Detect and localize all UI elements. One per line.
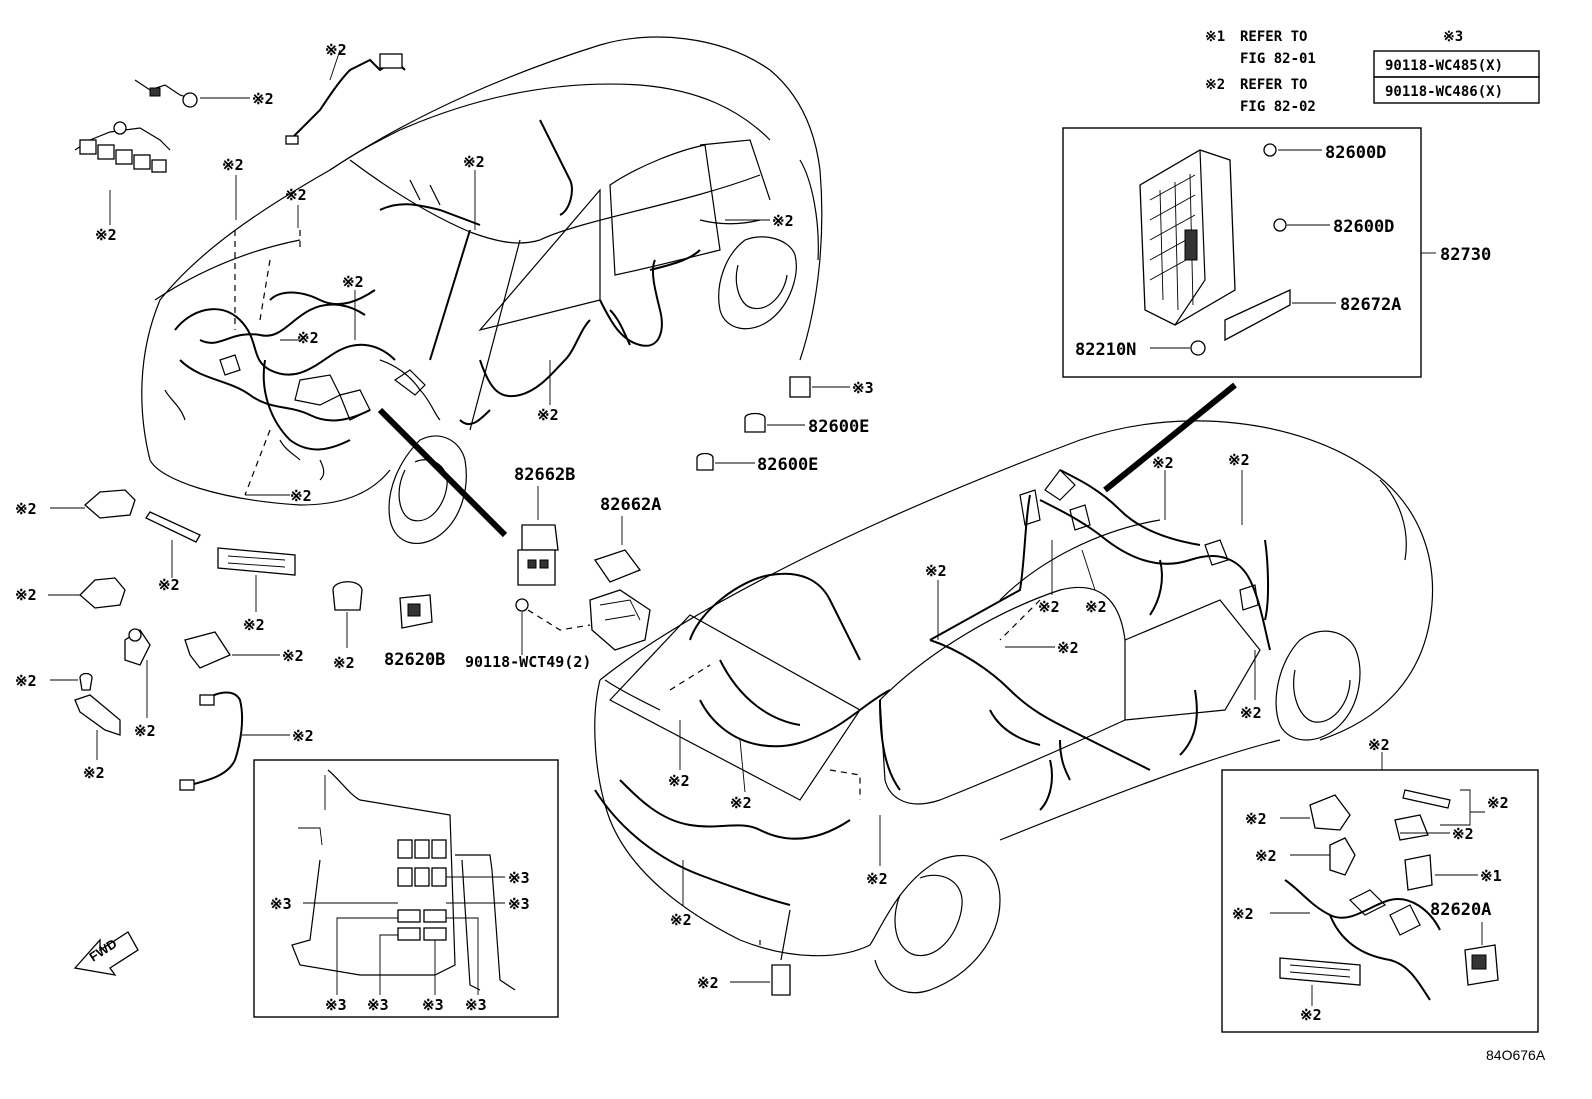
upper-left-parts (74, 53, 406, 173)
part-82730-label: 82730 (1440, 245, 1491, 265)
mark-2: ※2 (95, 226, 117, 244)
part-90118-WCT49-label: 90118-WCT49(2) (465, 653, 591, 671)
mark-2: ※2 (1038, 598, 1060, 616)
parts-detail-box (1221, 769, 1539, 1033)
front-labels: ※2 ※2 ※2 ※2 ※2 ※2 ※2 ※2 ※2 ※2 ※2 (95, 41, 794, 505)
relay-box-detail (253, 759, 559, 1018)
mark-3: ※3 (367, 996, 389, 1014)
mark-2: ※2 (772, 212, 794, 230)
mark-2: ※2 (668, 772, 690, 790)
part-82620A-label: 82620A (1430, 900, 1491, 920)
ecu-assembly-box (1062, 127, 1422, 378)
mark-2: ※2 (134, 722, 156, 740)
mark-2: ※2 (252, 90, 274, 108)
mark-2: ※2 (290, 487, 312, 505)
mark-2: ※2 (1152, 454, 1174, 472)
part-82620B-label: 82620B (384, 650, 445, 670)
part-82662A-label: 82662A (600, 495, 661, 515)
mark-3: ※3 (422, 996, 444, 1014)
mark-2: ※2 (1228, 451, 1250, 469)
mark-2: ※2 (325, 41, 347, 59)
note-3-part-1: 90118-WC485(X) (1385, 58, 1503, 74)
part-82600E-label: 82600E (808, 417, 869, 437)
front-car-outline (141, 36, 823, 544)
mark-3: ※3 (325, 996, 347, 1014)
part-82600D-label-2: 82600D (1333, 217, 1394, 237)
mark-3: ※3 (508, 895, 530, 913)
mark-1: ※1 (1480, 867, 1502, 885)
relay-block: 82662B 82662A 90118-WCT49(2) (465, 465, 661, 671)
part-82210N-label: 82210N (1075, 340, 1136, 360)
legend-notes: ※1 REFER TO FIG 82-01 ※2 REFER TO FIG 82… (1205, 29, 1540, 115)
mark-2: ※2 (925, 562, 947, 580)
diagram-code: 84O676A (1486, 1047, 1546, 1063)
mark-2: ※2 (1255, 847, 1277, 865)
mark-3: ※3 (465, 996, 487, 1014)
rear-labels: ※2 ※2 ※2 ※2 ※2 ※2 ※2 ※2 ※2 ※2 ※2 ※2 (668, 451, 1262, 996)
fwd-arrow-icon: FWD (73, 931, 139, 976)
note-1-line2: FIG 82-01 (1240, 51, 1316, 67)
mark-2: ※2 (1245, 810, 1267, 828)
note-3-part-2: 90118-WC486(X) (1385, 84, 1503, 100)
mark-2: ※2 (1085, 598, 1107, 616)
mark-2: ※2 (730, 794, 752, 812)
front-wiring-harness (164, 119, 761, 481)
mark-2: ※2 (697, 974, 719, 992)
mark-2: ※2 (243, 616, 265, 634)
mark-2: ※2 (1487, 794, 1509, 812)
detail-box-contents: ※2 ※2 ※2 ※2 ※1 ※2 82620A ※2 (1232, 789, 1509, 1024)
middle-relays: ※3 82600E 82600E (696, 376, 874, 475)
note-2-mark: ※2 (1205, 77, 1225, 93)
mark-2: ※2 (15, 586, 37, 604)
mark-2: ※2 (222, 156, 244, 174)
mark-2: ※2 (463, 153, 485, 171)
rear-wiring-harness (594, 469, 1271, 906)
part-82662B-label: 82662B (514, 465, 575, 485)
mark-2: ※2 (282, 647, 304, 665)
mark-2: ※2 (1452, 825, 1474, 843)
note-1-mark: ※1 (1205, 29, 1225, 45)
mark-3: ※3 (508, 869, 530, 887)
mark-2: ※2 (285, 186, 307, 204)
mark-2: ※2 (333, 654, 355, 672)
mark-2: ※2 (342, 273, 364, 291)
mark-2: ※2 (866, 870, 888, 888)
part-82600E-label-2: 82600E (757, 455, 818, 475)
mark-3: ※3 (270, 895, 292, 913)
mark-2: ※2 (1240, 704, 1262, 722)
mark-2: ※2 (1232, 905, 1254, 923)
mark-2: ※2 (297, 329, 319, 347)
mark-2: ※2 (537, 406, 559, 424)
mark-2: ※2 (83, 764, 105, 782)
mark-2: ※2 (670, 911, 692, 929)
mark-2: ※2 (15, 500, 37, 518)
mark-2: ※2 (158, 576, 180, 594)
mark-2: ※2 (15, 672, 37, 690)
mark-2: ※2 (1300, 1006, 1322, 1024)
mark-3: ※3 (852, 379, 874, 397)
mark-2: ※2 (292, 727, 314, 745)
mark-2: ※2 (1368, 736, 1390, 754)
part-82600D-label: 82600D (1325, 143, 1386, 163)
rear-car-outline (594, 420, 1434, 994)
note-1-line1: REFER TO (1240, 29, 1307, 45)
note-2-line1: REFER TO (1240, 77, 1307, 93)
relay-box-contents: ※3 ※3 ※3 ※3 ※3 ※3 ※3 (270, 769, 530, 1014)
ecu-unit (1139, 143, 1291, 356)
left-loose-parts: ※2 ※2 ※2 ※2 ※2 82620B ※2 ※2 ※2 ※2 (15, 489, 445, 791)
note-3-mark: ※3 (1443, 29, 1463, 45)
mark-2: ※2 (1057, 639, 1079, 657)
note-2-line2: FIG 82-02 (1240, 99, 1316, 115)
part-82672A-label: 82672A (1340, 295, 1401, 315)
